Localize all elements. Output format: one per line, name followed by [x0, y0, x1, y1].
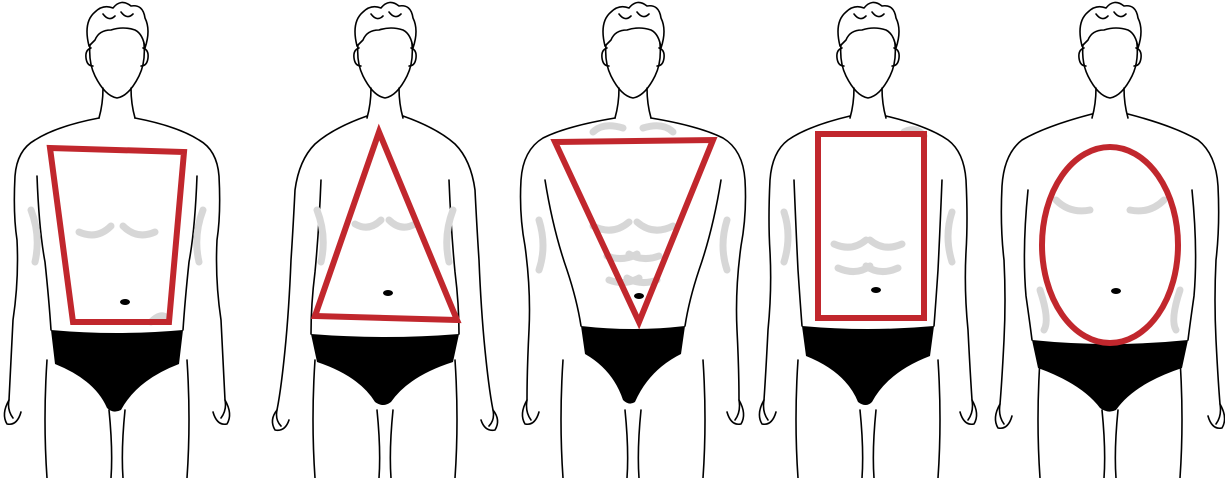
briefs: [51, 330, 183, 412]
oval-shape: [1042, 147, 1178, 343]
briefs: [581, 326, 685, 404]
figure-rectangle: [759, 2, 976, 478]
inverted-triangle-shape: [555, 140, 713, 322]
figure-triangle: [272, 2, 497, 478]
briefs: [1032, 340, 1188, 412]
figure-oval: [995, 2, 1224, 478]
figure-trapezoid: [4, 2, 229, 478]
trapezoid-shape: [50, 148, 184, 322]
briefs: [311, 334, 459, 405]
rectangle-shape: [818, 134, 924, 318]
briefs: [802, 326, 934, 405]
figure-inverted-triangle: [521, 2, 746, 478]
